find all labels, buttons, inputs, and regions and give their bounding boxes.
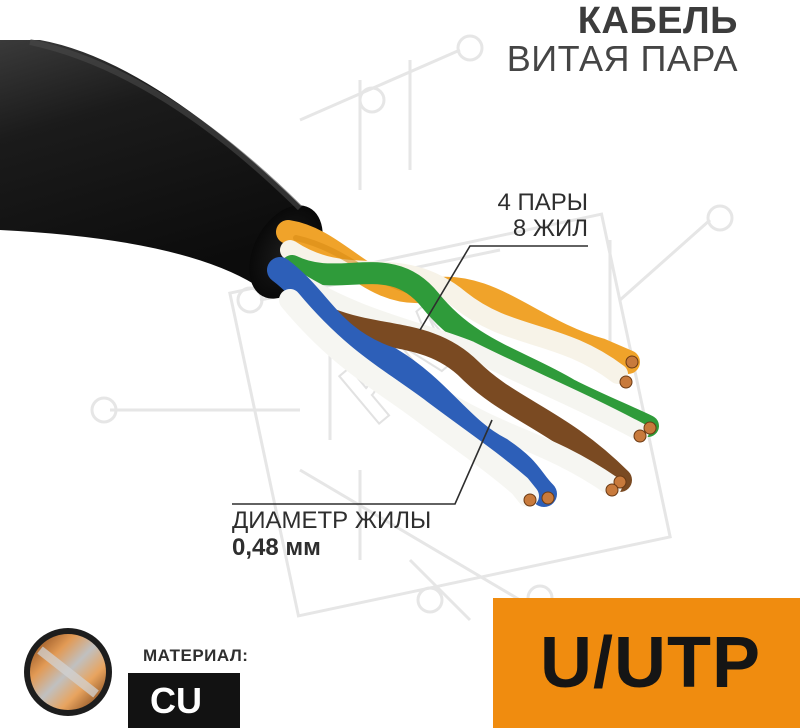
- twisted-pairs: [267, 220, 659, 507]
- product-title: КАБЕЛЬ ВИТАЯ ПАРА: [507, 2, 738, 78]
- material-value: CU: [150, 680, 202, 721]
- diameter-label: ДИАМЕТР ЖИЛЫ: [232, 507, 432, 534]
- diameter-callout: ДИАМЕТР ЖИЛЫ 0,48 мм: [232, 508, 431, 562]
- title-main: КАБЕЛЬ: [577, 0, 738, 42]
- cable-type-text: U/UTP: [540, 623, 761, 703]
- title-sub: ВИТАЯ ПАРА: [506, 38, 738, 79]
- diameter-value: 0,48 мм: [232, 534, 321, 561]
- callout-lines: [232, 245, 588, 505]
- material-badge: [128, 673, 240, 728]
- copper-sample: [24, 628, 112, 716]
- material-block: МАТЕРИАЛ: CU: [0, 610, 260, 728]
- pairs-count: 4 ПАРЫ: [497, 189, 588, 216]
- cable-type-badge: [493, 598, 800, 728]
- material-label: МАТЕРИАЛ:: [143, 646, 249, 665]
- pairs-callout: 4 ПАРЫ 8 ЖИЛ: [478, 190, 588, 242]
- wires-count: 8 ЖИЛ: [512, 215, 588, 242]
